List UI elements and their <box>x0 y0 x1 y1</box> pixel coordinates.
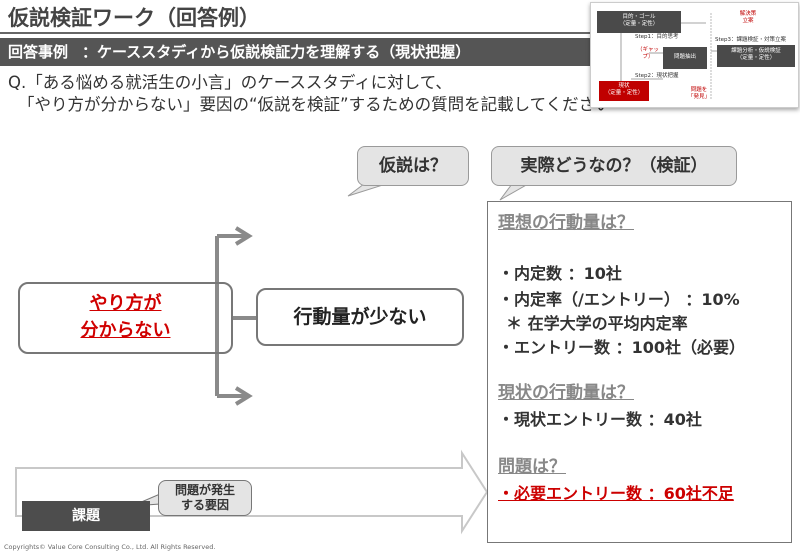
problem-heading: 問題は？ <box>498 457 566 477</box>
ideal-item: ・エントリー数 ：100社（必要） <box>498 338 745 357</box>
question-line-1: Q.「ある悩める就活生の小言」のケーススタディに対して、 <box>8 73 452 92</box>
thumb-current-box: 現状 （定量・定性） <box>599 81 649 101</box>
framework-thumbnail: 目的・ゴール （定量・定性） Step1：目的思考 （ギャップ） 問題抽出 St… <box>590 2 799 108</box>
thumb-goal-box: 目的・ゴール （定量・定性） <box>597 11 681 33</box>
problem-item: ・必要エントリー数 ：60社不足 <box>498 484 734 503</box>
ideal-item: ・内定率（/エントリー） ：10% <box>498 290 740 309</box>
question-line-2: 「やり方が分からない」要因の“仮説を検証”するための質問を記載してください <box>18 95 612 114</box>
subtitle-label: 回答事例 <box>8 43 69 61</box>
cause-box: やり方が 分からない <box>18 282 233 354</box>
cause-line-2: 分からない <box>80 320 171 341</box>
current-item: ・現状エントリー数 ：40社 <box>498 410 702 429</box>
branch-top-arrowhead <box>234 226 253 246</box>
ideal-heading: 理想の行動量は？ <box>498 213 634 233</box>
slide-title: 仮説検証ワーク（回答例） <box>8 6 260 30</box>
actual-bubble-tail <box>499 183 530 201</box>
actual-bubble: 実際どうなの？（検証） <box>491 146 737 186</box>
subtitle-bar: 回答事例 ：ケーススタディから仮説検証力を理解する（現状把握） <box>0 38 590 66</box>
question-text: Q.「ある悩める就活生の小言」のケーススタディに対して、 「やり方が分からない」… <box>8 72 612 116</box>
thumb-problem-box: 問題抽出 <box>663 47 707 69</box>
title-divider <box>0 32 590 34</box>
ideal-item: ・内定数 ：10社 <box>498 264 622 283</box>
cause-line-1: やり方が <box>89 293 162 314</box>
branch-bottom-arrowhead <box>234 386 253 406</box>
current-heading: 現状の行動量は？ <box>498 383 634 403</box>
callout-line-2: する要因 <box>180 498 229 512</box>
issue-label: 課題 <box>22 501 150 531</box>
ideal-note: ＊ 在学大学の平均内定率 <box>506 314 688 333</box>
cause-callout: 問題が発生 する要因 <box>158 480 252 516</box>
verification-box: 理想の行動量は？ ・内定数 ：10社 ・内定率（/エントリー） ：10% ＊ 在… <box>487 201 792 543</box>
hypothesis-bubble: 仮説は？ <box>357 146 469 186</box>
subtitle-text: ：ケーススタディから仮説検証力を理解する（現状把握） <box>82 43 471 61</box>
thumb-analysis-box: 課題分析・仮説検証 （定量・定性） <box>717 45 795 67</box>
callout-line-1: 問題が発生 <box>174 483 235 497</box>
copyright-footer: Copyrights© Value Core Consulting Co., L… <box>4 543 216 551</box>
hypothesis-box: 行動量が少ない <box>256 288 464 346</box>
